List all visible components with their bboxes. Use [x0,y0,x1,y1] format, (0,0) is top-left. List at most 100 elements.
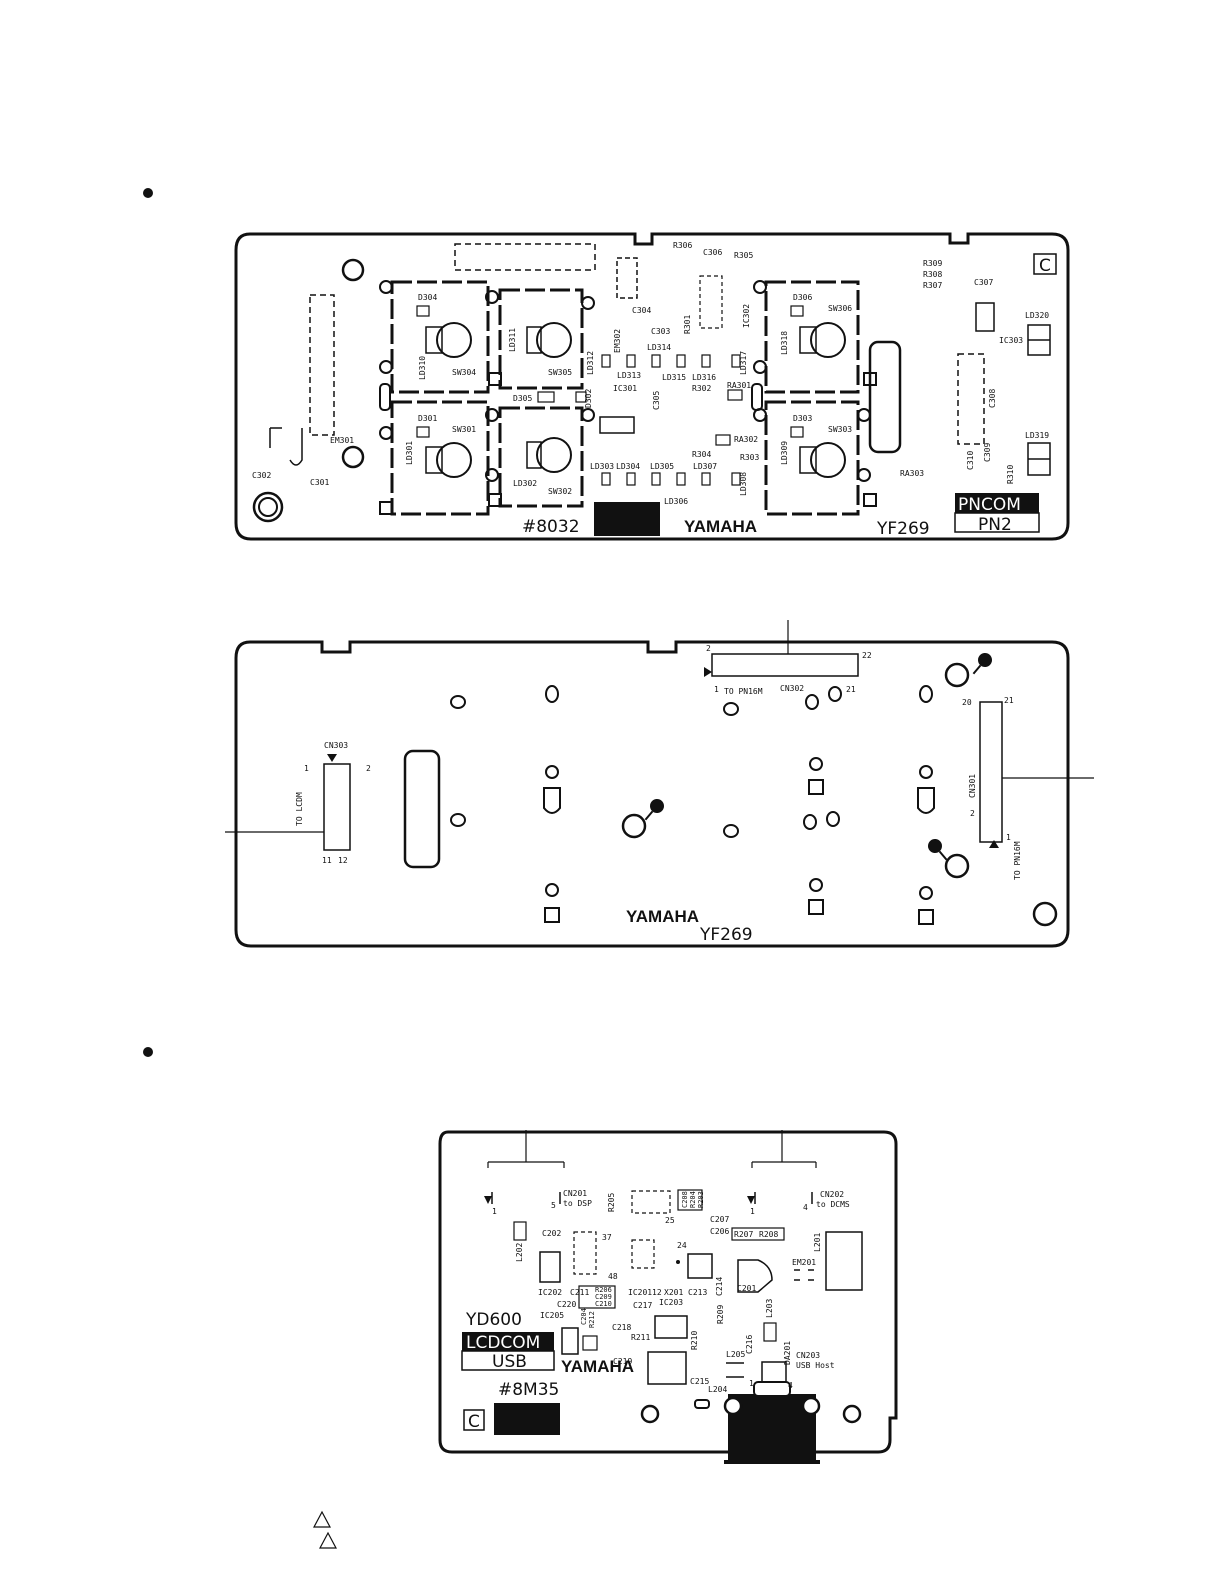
label-ic302: IC302 [742,304,751,328]
x201-dot [676,1260,680,1264]
label-d304: D304 [418,293,437,302]
label-l204: L204 [708,1385,727,1394]
label-p37: 37 [602,1233,612,1242]
cn302-pin-tr: 22 [862,651,872,660]
cn201-pin-a: 5 [551,1201,556,1210]
label-ic202: IC202 [538,1288,562,1297]
top-board-mark: #8032 [522,517,580,537]
cn202-pin-b: 4 [803,1203,808,1212]
label-p48: 48 [608,1272,618,1281]
label-ld305: LD305 [650,462,674,471]
label-ld302: LD302 [513,479,537,488]
label-r302: R302 [692,384,711,393]
label-ld301: LD301 [405,441,414,465]
pin1-marker-cn201 [484,1196,492,1204]
label-c218: C218 [612,1323,631,1332]
middle-board [225,620,1094,948]
cn303-pin-tr: 2 [366,764,371,773]
bottom-board-corner-letter: C [468,1412,480,1432]
label-c211: C211 [570,1288,589,1297]
bottom-board-sub-box: USB [492,1352,527,1372]
label-ld303: LD303 [590,462,614,471]
label-p25: 25 [665,1216,675,1225]
pin1-marker-cn303 [327,754,337,762]
section-bullet-top [143,188,153,198]
cn302-pin-bl: 1 [714,685,719,694]
cn301-pin-tl: 20 [962,698,972,707]
label-c303: C303 [651,327,670,336]
label-c307: C307 [974,278,993,287]
label-r208: R208 [759,1230,778,1239]
label-ic301: IC301 [613,384,637,393]
cn301-pin-br: 1 [1006,833,1011,842]
label-r303: R303 [740,453,759,462]
label-r307: R307 [923,281,942,290]
label-ld310: LD310 [418,356,427,380]
cn201-ref: CN201 [563,1189,587,1198]
label-sw301: SW301 [452,425,476,434]
label-c306: C306 [703,248,722,257]
screw-icon-2 [972,653,992,675]
label-ld307: LD307 [693,462,717,471]
screw-icon-3 [928,839,948,861]
cn303-pin-tl: 1 [304,764,309,773]
cn202-ref: CN202 [820,1190,844,1199]
bottom-board-labels: YD600 LCDCOM USB #8M35 YAMAHA C CN201 to… [465,1189,850,1432]
label-c309: C309 [983,443,992,462]
label-r203: R203 [697,1191,705,1208]
label-ld315: LD315 [662,373,686,382]
top-board-corner-letter: C [1039,256,1051,276]
label-c305: C305 [652,391,661,410]
bottom-board [438,1130,898,1464]
label-ld306: LD306 [664,497,688,506]
label-ra303: RA303 [900,469,924,478]
label-ld317: LD317 [739,351,748,375]
middle-board-outline [234,640,1070,948]
label-d306: D306 [793,293,812,302]
label-c207: C207 [710,1215,729,1224]
label-ld311: LD311 [508,328,517,352]
label-r206: R206 [595,1286,612,1294]
label-c308: C308 [988,389,997,408]
bottom-board-outline [438,1130,898,1454]
label-ld318: LD318 [780,331,789,355]
label-sw302: SW302 [548,487,572,496]
label-c216: C216 [745,1335,754,1354]
label-ra301: RA301 [727,381,751,390]
cn303-pin-bl: 11 [322,856,332,865]
label-sw303: SW303 [828,425,852,434]
label-ld309: LD309 [780,441,789,465]
label-c217: C217 [633,1301,652,1310]
cn201-to: to DSP [563,1199,592,1208]
label-r205: R205 [607,1193,616,1212]
cn302-to: TO PN16M [724,687,763,696]
label-c310: C310 [966,451,975,470]
label-c220: C220 [557,1300,576,1309]
label-r211: R211 [631,1333,650,1342]
triangle-icon-2 [319,1531,337,1549]
label-d302: D302 [584,389,593,408]
cn301-to: TO PN16M [1013,841,1022,880]
label-ic201: IC201 [628,1288,652,1297]
label-x201: X201 [664,1288,683,1297]
cn203-ref: CN203 [796,1351,820,1360]
label-em201: EM201 [792,1258,816,1267]
top-board-name-box: PNCOM [958,495,1021,515]
label-ic205: IC205 [540,1311,564,1320]
label-ra302: RA302 [734,435,758,444]
label-d303: D303 [793,414,812,423]
label-r210: R210 [690,1331,699,1350]
label-r212: R212 [588,1311,596,1328]
label-c302: C302 [252,471,271,480]
label-sw306: SW306 [828,304,852,313]
top-board-brand: YAMAHA [684,517,757,536]
bottom-board-model: YD600 [465,1310,522,1330]
pin1-marker-cn302 [704,667,712,677]
top-board-sub-box: PN2 [978,515,1012,535]
label-d305: D305 [513,394,532,403]
cn301-pin-tr: 21 [1004,696,1014,705]
cn301-ref: CN301 [968,774,977,798]
bottom-board-name-box: LCDCOM [466,1333,540,1353]
label-ld308: LD308 [739,472,748,496]
